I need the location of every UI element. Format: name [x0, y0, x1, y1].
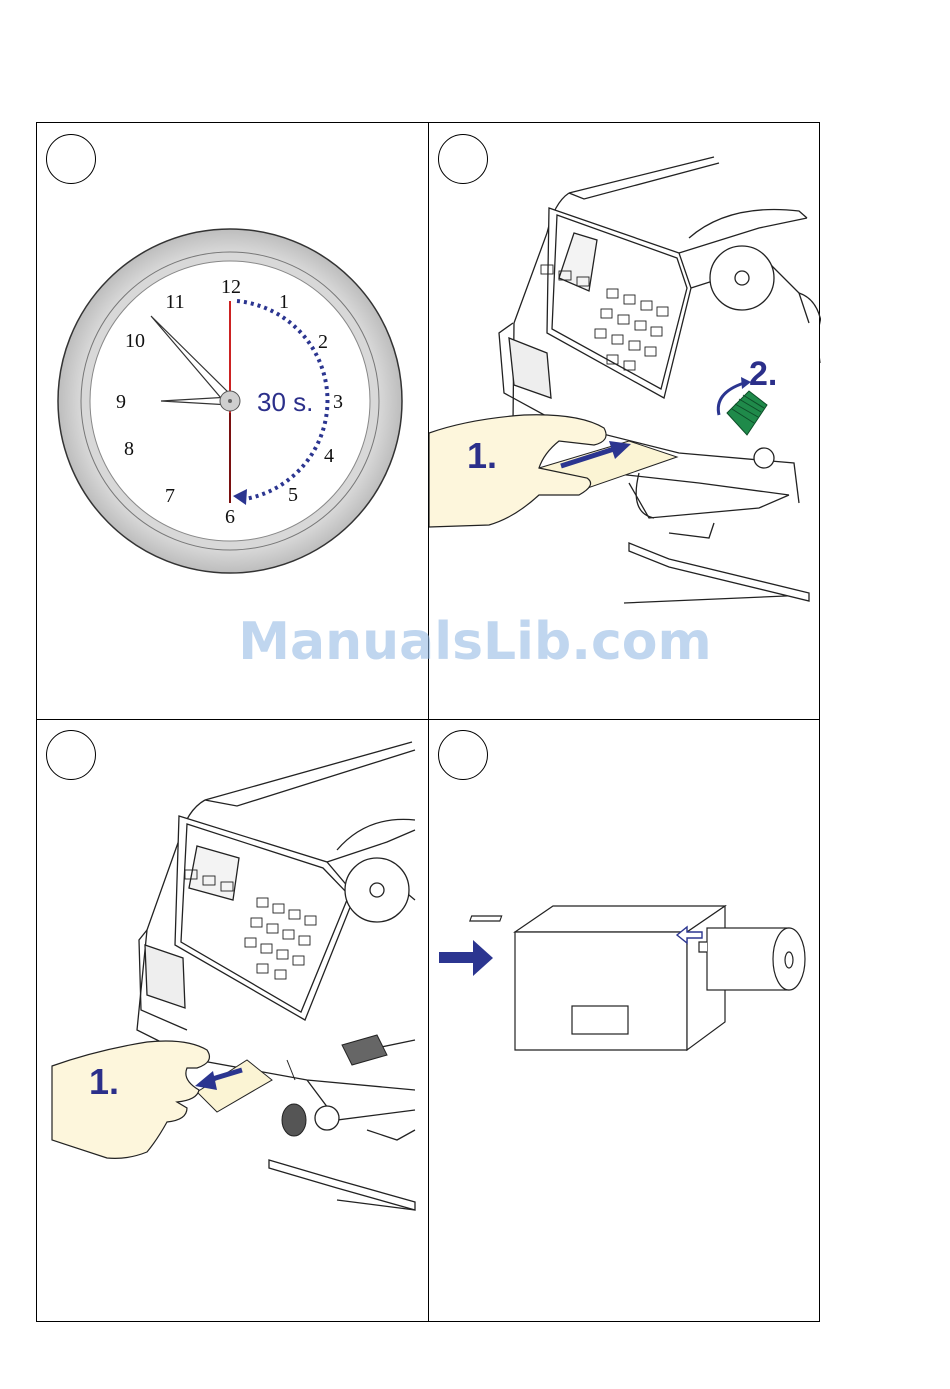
panel-remove-media: 1.: [37, 720, 428, 1323]
media-roll-strip: [699, 942, 707, 952]
knob: [282, 1104, 306, 1136]
media-roll-core: [785, 952, 793, 968]
watermark: ManualsLib.com: [0, 612, 950, 672]
clock-numeral-12: 12: [221, 276, 241, 298]
clock-numeral-7: 7: [165, 485, 175, 507]
clock-numeral-11: 11: [165, 291, 184, 313]
step-2-label: 2.: [749, 355, 777, 393]
clock-numeral-3: 3: [333, 391, 343, 413]
clock-numeral-10: 10: [125, 330, 145, 352]
clock-numeral-5: 5: [288, 484, 298, 506]
hand-illustration: [52, 1041, 209, 1158]
printer-top-slot: [470, 916, 502, 921]
arrow-right-icon: [439, 940, 493, 976]
printer-remove-illustration: 1.: [37, 720, 428, 1323]
clock-numeral-9: 9: [116, 391, 126, 413]
clock-numeral-4: 4: [324, 445, 334, 467]
instruction-grid: 12 1 2 3 4 5 6 7 8 9 10 11 30 s.: [36, 122, 820, 1322]
printer-front-window: [572, 1006, 628, 1034]
green-lever: [727, 391, 767, 435]
clock-numeral-1: 1: [279, 291, 289, 313]
clock-numeral-6: 6: [225, 506, 235, 528]
step-1-label: 1.: [89, 1061, 119, 1102]
clock-numeral-8: 8: [124, 438, 134, 460]
printer-roll-illustration: [429, 720, 821, 1323]
step-1-label: 1.: [467, 435, 497, 476]
clock-30s-label: 30 s.: [257, 387, 313, 417]
dark-lever: [342, 1035, 387, 1065]
clock-numeral-2: 2: [318, 331, 328, 353]
panel-load-roll: [429, 720, 821, 1323]
